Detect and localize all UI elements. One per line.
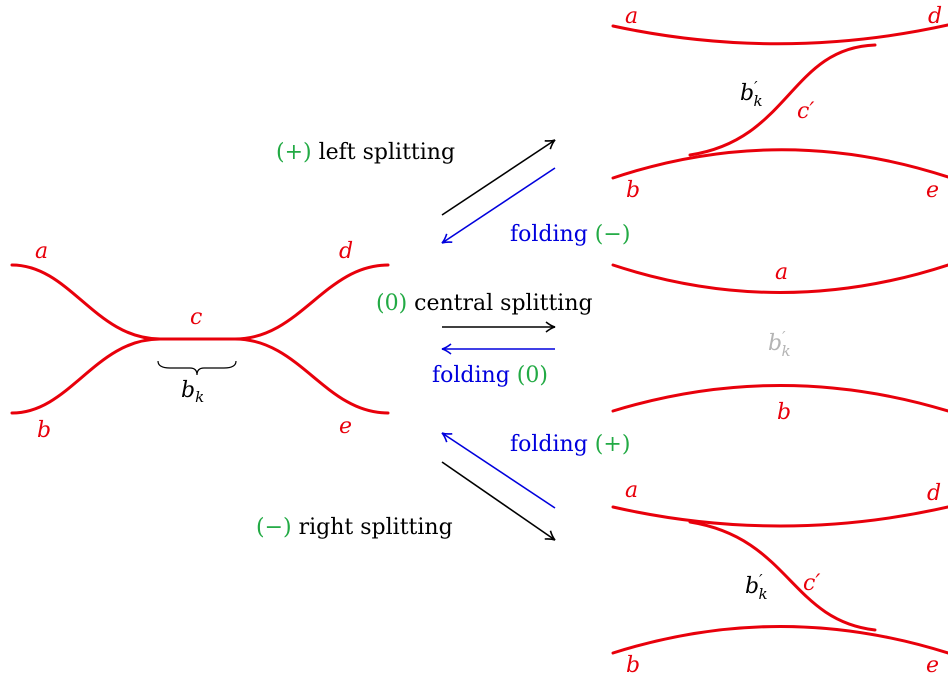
top-configuration: a d b e b′k c′ [611, 4, 948, 203]
brace-label-bk: bk [181, 378, 204, 406]
bottom-label-cprime: c′ [803, 571, 820, 596]
bottom-label-e: e [926, 653, 939, 678]
label-folding-zero: folding(0) [432, 363, 548, 388]
bottom-label-b: b [626, 653, 640, 678]
top-label-e: e [926, 178, 939, 203]
label-left-splitting: (+)left splitting [276, 140, 455, 165]
top-label-d: d [928, 4, 942, 29]
label-e: e [339, 414, 352, 439]
top-label-cprime: c′ [797, 99, 814, 124]
label-folding-plus: folding(+) [510, 432, 630, 457]
label-d: d [339, 239, 353, 264]
top-label-b: b [626, 178, 640, 203]
middle-configuration: a b b′k [611, 260, 948, 425]
middle-label-a: a [775, 260, 788, 285]
bottom-label-a: a [625, 478, 638, 503]
bottom-lower-strand [611, 625, 948, 655]
middle-label-b: b [777, 400, 791, 425]
middle-label-bprime-ghost: b′k [768, 328, 791, 360]
label-right-splitting: (−)right splitting [256, 515, 453, 540]
top-label-bprime: b′k [740, 78, 763, 110]
label-a: a [35, 239, 48, 264]
label-b: b [37, 418, 51, 443]
bottom-crossing-strand [688, 520, 877, 632]
top-label-a: a [625, 4, 638, 29]
transition-arrows [441, 139, 556, 541]
bottom-configuration: a d b e b′k c′ [611, 478, 948, 678]
label-c: c [190, 305, 202, 330]
arrow-folding-minus [441, 167, 556, 244]
bottom-upper-strand [611, 505, 948, 528]
label-folding-minus: folding(−) [510, 222, 630, 247]
arrow-right-splitting [441, 461, 556, 541]
top-crossing-strand [688, 43, 877, 157]
arrow-left-splitting [441, 139, 556, 216]
left-configuration: a b c d e bk [10, 239, 390, 443]
top-lower-strand [611, 148, 948, 180]
top-upper-strand [611, 23, 948, 46]
underbrace [157, 360, 237, 376]
bottom-label-d: d [927, 481, 941, 506]
middle-lower-strand [611, 384, 948, 413]
bottom-label-bprime: b′k [745, 571, 768, 603]
transition-labels: (+)left splitting folding(−) (0)central … [256, 140, 630, 540]
middle-upper-strand [611, 263, 948, 294]
arrow-folding-plus [441, 432, 556, 509]
left-strand-b-to-d [10, 263, 390, 415]
label-central-splitting: (0)central splitting [376, 291, 593, 316]
